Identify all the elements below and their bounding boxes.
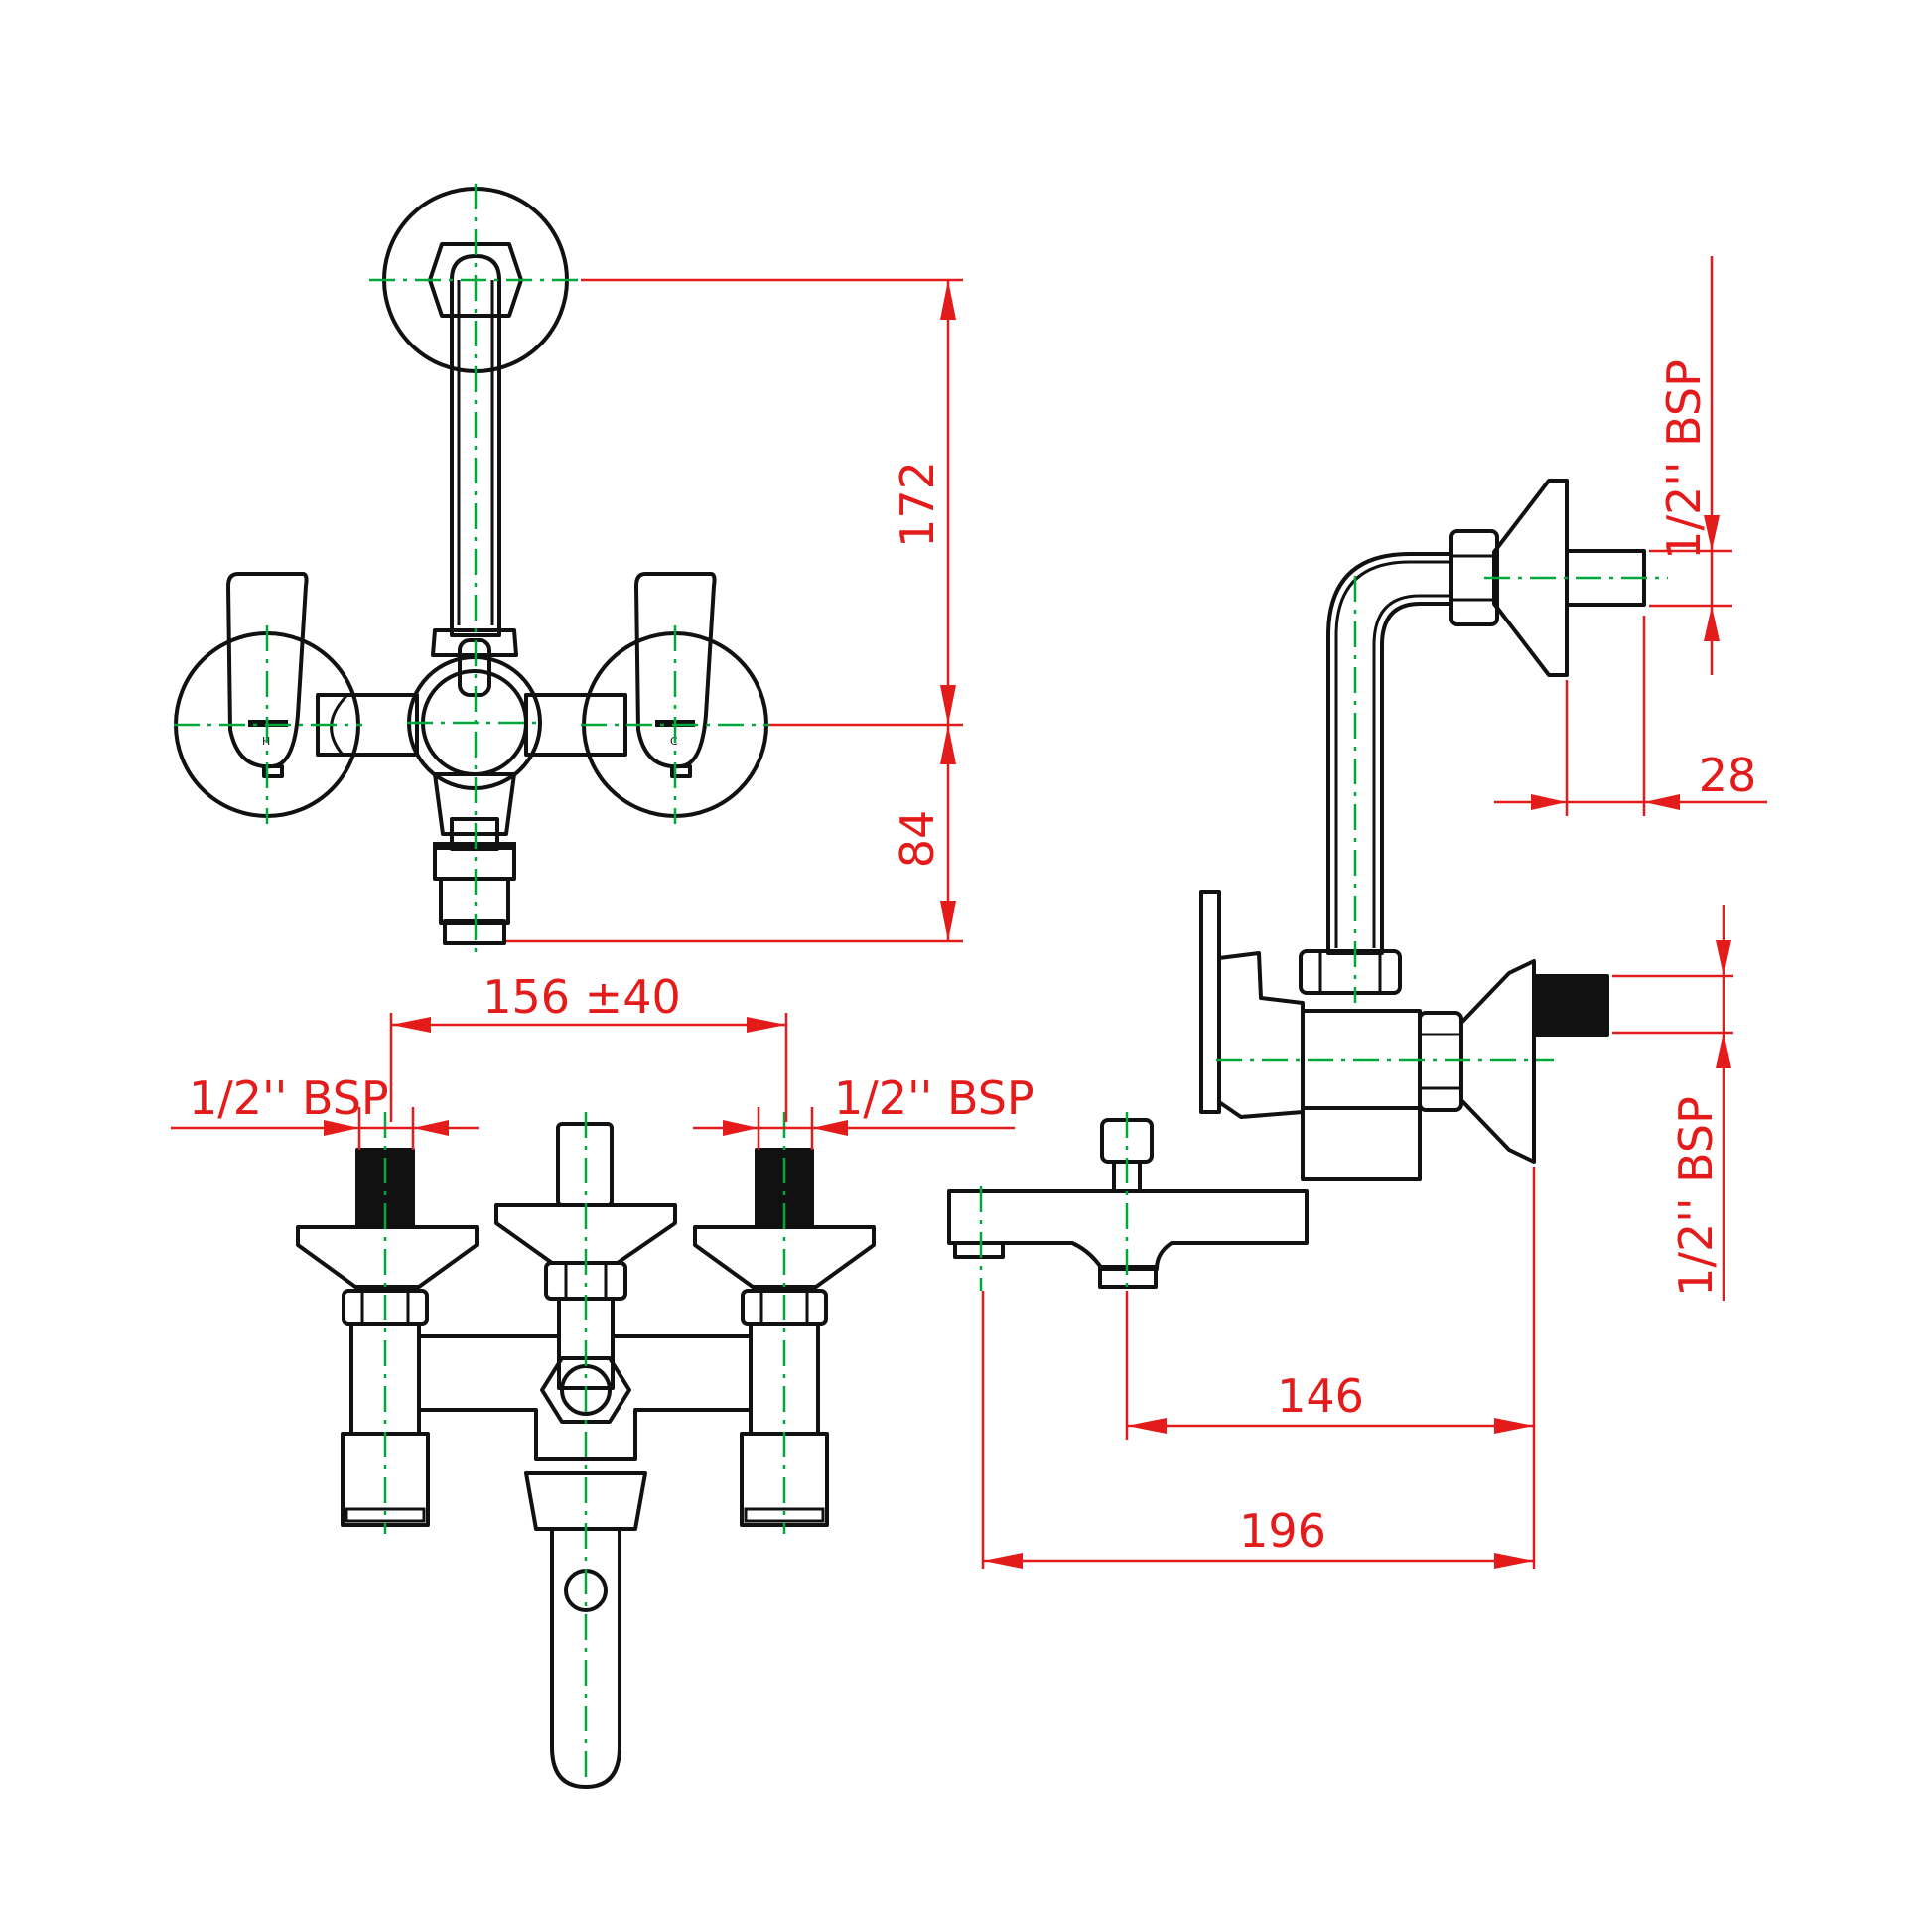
front-view: H C [174, 184, 769, 953]
dim-28: 28 [1699, 749, 1757, 802]
dim-146: 146 [1277, 1369, 1364, 1423]
dim-thread-right: 1/2'' BSP [834, 1071, 1035, 1125]
dim-172: 172 [891, 461, 944, 548]
dim-thread-left: 1/2'' BSP [189, 1071, 389, 1125]
dim-196: 196 [1239, 1504, 1326, 1558]
dim-thread-bottom: 1/2'' BSP [1669, 1096, 1723, 1297]
bottom-view [296, 1112, 876, 1789]
dim-thread-top: 1/2'' BSP [1657, 359, 1711, 560]
dim-84: 84 [891, 810, 944, 869]
dim-156: 156 ±40 [483, 970, 681, 1024]
side-view [947, 479, 1668, 1291]
front-dimensions: 172 84 [506, 278, 963, 943]
bottom-dimensions: 156 ±40 1/2'' BSP 1/2'' BSP [171, 970, 1035, 1150]
side-dimensions: 1/2'' BSP 28 1/2'' BSP 146 196 [981, 256, 1767, 1569]
